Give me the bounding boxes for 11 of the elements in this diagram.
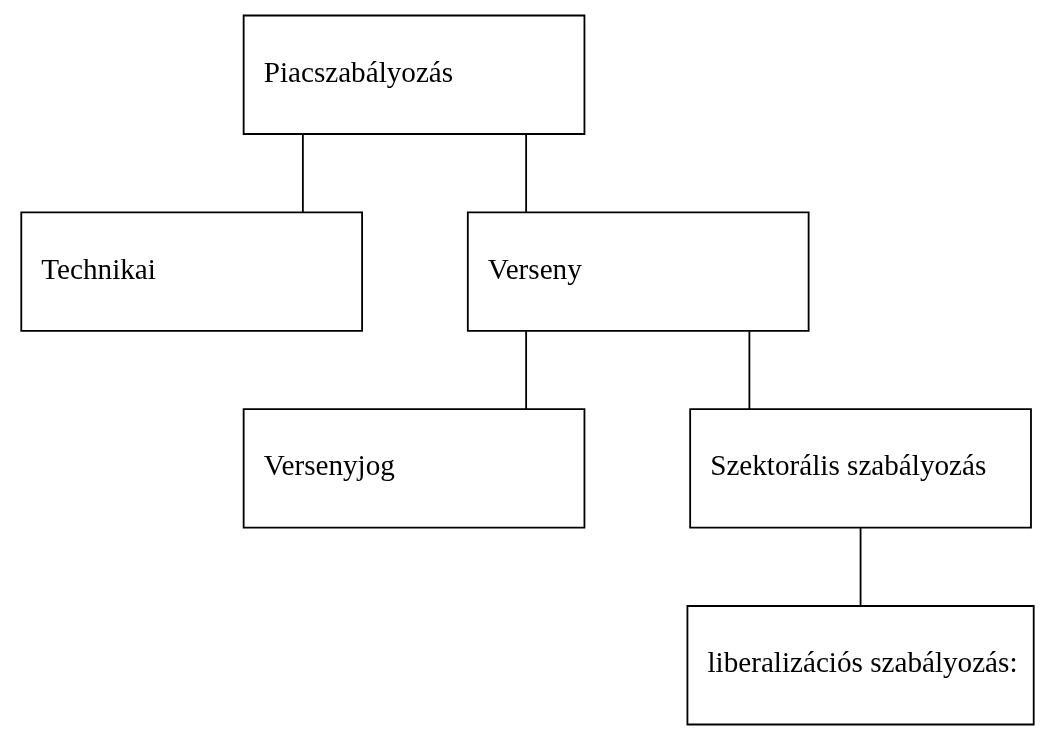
- node-box: Technikai: [20, 211, 363, 332]
- connector: [748, 330, 751, 410]
- node-box: Szektorális szabályozás: [689, 408, 1032, 529]
- node-box: liberalizációs szabályozás:: [686, 605, 1035, 726]
- node-box: Piacszabályozás: [242, 14, 586, 135]
- connector: [525, 330, 528, 410]
- connector: [525, 133, 528, 214]
- node-box: Versenyjog: [242, 408, 586, 529]
- connector: [301, 133, 304, 214]
- node-box: Verseny: [466, 211, 810, 332]
- connector: [859, 527, 862, 607]
